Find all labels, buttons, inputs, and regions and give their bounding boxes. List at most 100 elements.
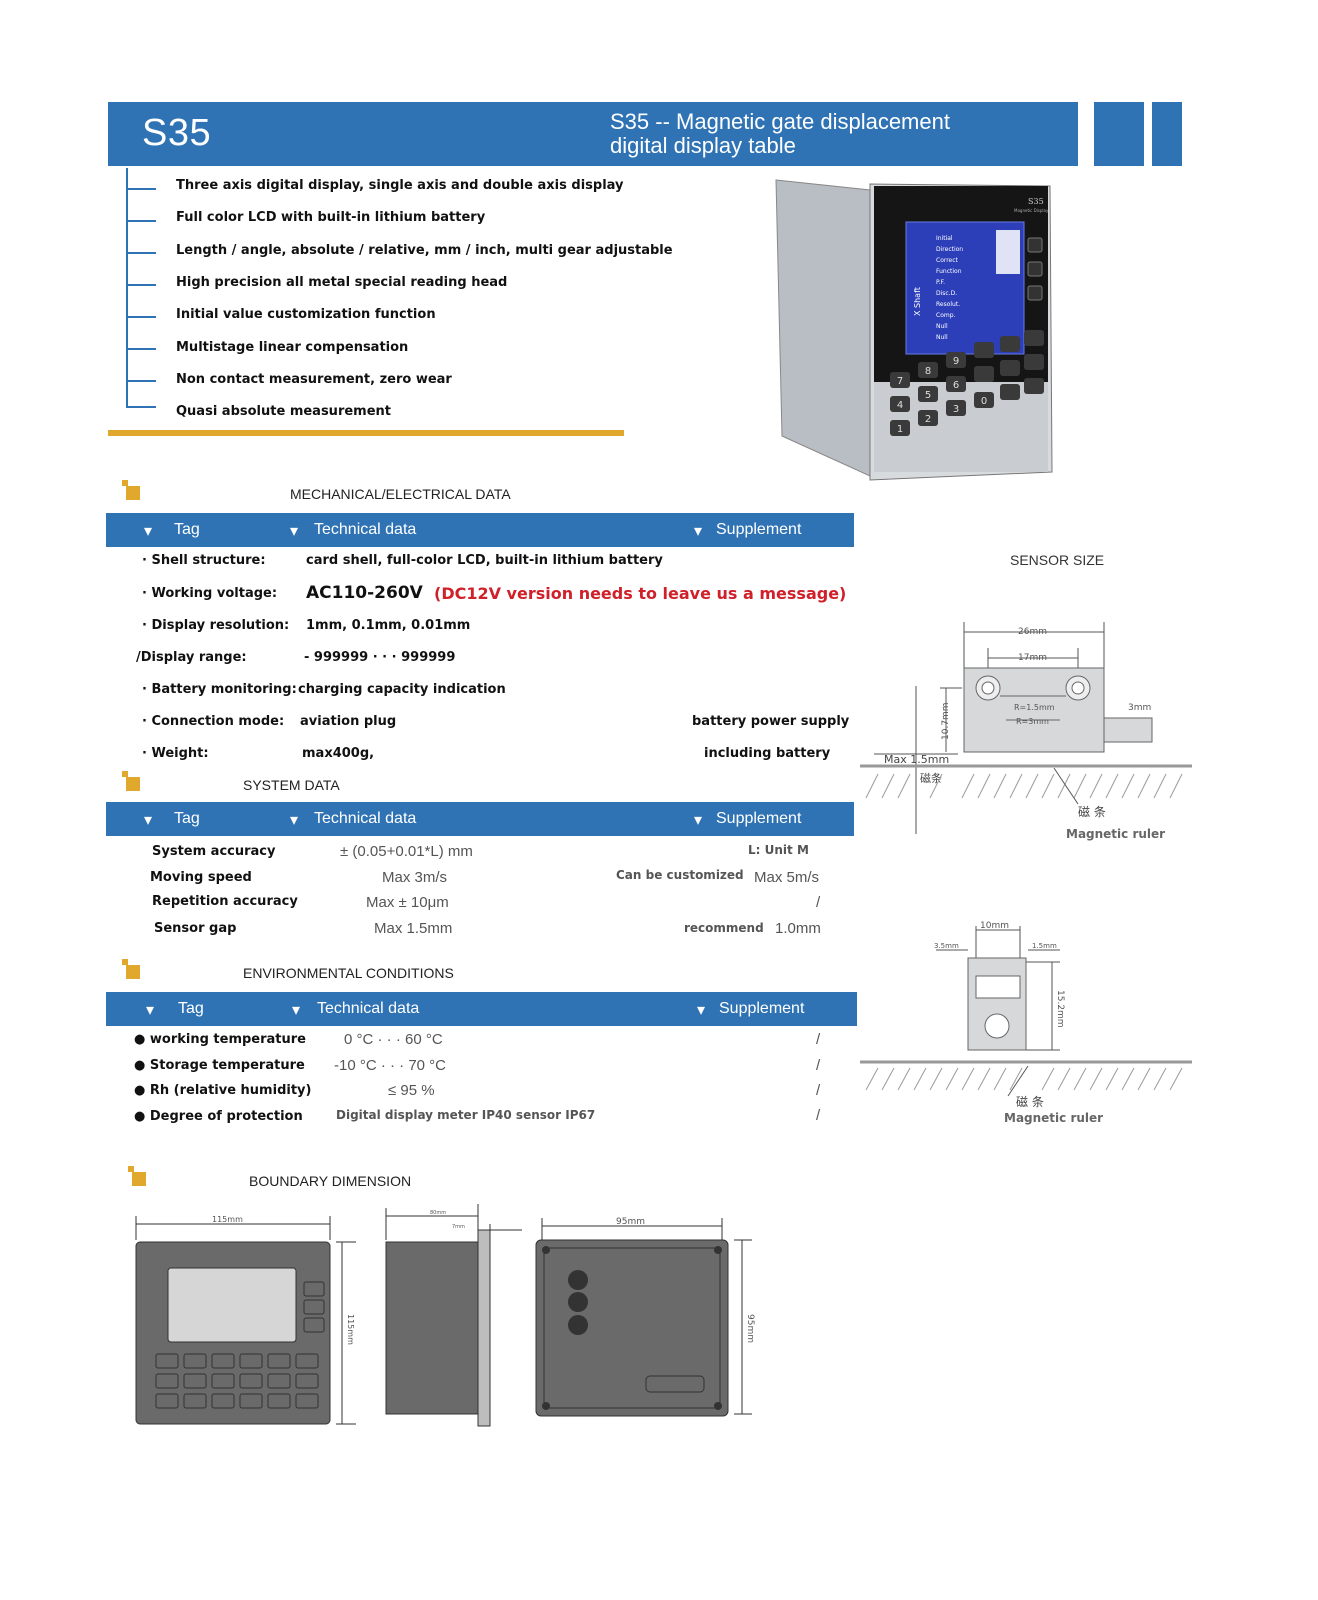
- row-label: · Weight:: [142, 746, 209, 761]
- keypad-key: 4: [897, 400, 903, 411]
- side-view: [385, 1241, 479, 1415]
- dim-gap: Max 1.5mm: [884, 753, 949, 766]
- row-label: · Working voltage:: [142, 586, 278, 601]
- magnetic-strip-label-cn: 磁 条: [1078, 804, 1106, 819]
- row-value: 1mm, 0.1mm, 0.01mm: [306, 618, 471, 633]
- dim-10mm: 10mm: [980, 921, 1009, 931]
- magnetic-ruler-label: Magnetic ruler: [1004, 1111, 1103, 1125]
- magnetic-strip-label-cn: 磁条: [920, 771, 942, 785]
- row-supplement: /: [816, 894, 821, 911]
- feature-item: Three axis digital display, single axis …: [176, 178, 624, 193]
- dim-r3mm: R=3mm: [1016, 717, 1049, 726]
- section-title-mechanical: MECHANICAL/ELECTRICAL DATA: [290, 486, 511, 502]
- row-value: ± (0.05+0.01*L) mm: [340, 843, 473, 860]
- sensor-cable: [1103, 717, 1153, 743]
- feature-tick: [126, 316, 156, 318]
- voltage-value: AC110-260V: [306, 583, 423, 603]
- row-label: /Display range:: [136, 650, 247, 665]
- row-label: · Display resolution:: [142, 618, 290, 633]
- row-value: - 999999 · · · 999999: [304, 650, 456, 665]
- sensor-side-diagram: 26mm 17mm 10.7mm R=1.5mm R=3mm 3mm Max 1…: [860, 622, 1192, 841]
- dim-1-5mm: 1.5mm: [1032, 942, 1057, 950]
- feature-connector: [126, 168, 128, 408]
- row-value: 0 °C · · · 60 °C: [344, 1031, 443, 1048]
- feature-item: High precision all metal special reading…: [176, 275, 508, 290]
- row-value: Digital display meter IP40 sensor IP67: [336, 1108, 596, 1122]
- keypad-key: 3: [953, 404, 959, 415]
- row-value: Max ± 10μm: [366, 894, 449, 911]
- device-illustration: S35 Magnetic Display X Shaft Initial Dir…: [775, 179, 1053, 481]
- device-axis-label: X Shaft: [913, 287, 922, 316]
- feature-tick: [126, 284, 156, 286]
- dim-r1-5mm: R=1.5mm: [1014, 703, 1055, 712]
- keypad-key: 9: [953, 356, 959, 367]
- row-label: Repetition accuracy: [152, 894, 298, 909]
- section-icon: [122, 771, 140, 791]
- keypad-key: 7: [897, 376, 903, 387]
- banner-block: [1152, 102, 1182, 166]
- row-value: ≤ 95 %: [388, 1082, 435, 1099]
- row-label: Moving speed: [150, 870, 252, 885]
- row-supplement: 1.0mm: [775, 920, 821, 937]
- dim-width-115mm: 115mm: [212, 1215, 243, 1224]
- table-header-mechanical: ▾Tag ▾Technical data ▾Supplement: [106, 513, 854, 547]
- dim-3mm: 3mm: [1128, 703, 1151, 713]
- dim-3-5mm: 3.5mm: [934, 942, 959, 950]
- feature-item: Length / angle, absolute / relative, mm …: [176, 243, 673, 258]
- accent-bar: [108, 430, 624, 436]
- magnetic-ruler-label: Magnetic ruler: [1066, 827, 1165, 841]
- row-note: recommend: [684, 921, 764, 935]
- device-side-button: [1027, 237, 1043, 253]
- row-supplement: L: Unit M: [748, 843, 809, 857]
- row-supplement: including battery: [704, 746, 831, 761]
- lcd-menu-item: Correct: [936, 257, 959, 264]
- lcd-menu-item: Null: [936, 323, 948, 330]
- feature-tick: [126, 188, 156, 190]
- feature-item: Initial value customization function: [176, 307, 436, 322]
- lcd-menu-item: Function: [936, 268, 962, 275]
- side-view-flange: [477, 1229, 491, 1427]
- row-label: Sensor gap: [154, 921, 237, 936]
- banner-subtitle: S35 -- Magnetic gate displacement digita…: [610, 109, 950, 158]
- section-icon: [128, 1166, 146, 1186]
- lcd-menu-item: Disc.D.: [936, 290, 957, 297]
- device-side-panel: [775, 179, 871, 477]
- dim-15-2mm: 15.2mm: [1055, 990, 1065, 1028]
- feature-tick: [126, 380, 156, 382]
- feature-tick: [126, 252, 156, 254]
- row-label: ● Rh (relative humidity): [134, 1083, 312, 1098]
- feature-item: Multistage linear compensation: [176, 340, 409, 355]
- section-title-system: SYSTEM DATA: [243, 777, 340, 793]
- row-supplement: /: [816, 1107, 821, 1124]
- row-label: · Shell structure:: [142, 553, 266, 568]
- dim-width-95mm: 95mm: [616, 1217, 645, 1227]
- sensor-front-diagram: 10mm 3.5mm 1.5mm 15.2mm 磁 条 Magnetic rul…: [860, 921, 1192, 1125]
- back-view: [535, 1239, 729, 1417]
- row-note: Can be customized: [616, 868, 744, 882]
- keypad-key: 1: [897, 424, 903, 435]
- row-value: -10 °C · · · 70 °C: [334, 1057, 447, 1074]
- voltage-note: (DC12V version needs to leave us a messa…: [434, 584, 847, 603]
- dim-height-95mm: 95mm: [745, 1314, 755, 1343]
- row-value: aviation plug: [300, 714, 397, 729]
- feature-item: Non contact measurement, zero wear: [176, 372, 452, 387]
- device-brand: S35: [1028, 197, 1044, 206]
- device-brand-sub: Magnetic Display: [1014, 208, 1049, 213]
- row-label: · Connection mode:: [142, 714, 285, 729]
- lcd-menu-item: P.F.: [936, 279, 945, 286]
- device-side-button: [1027, 285, 1043, 301]
- feature-item: Full color LCD with built-in lithium bat…: [176, 210, 486, 225]
- row-value: Max 3m/s: [382, 869, 448, 886]
- section-title-environment: ENVIRONMENTAL CONDITIONS: [243, 965, 454, 981]
- dim-10-7mm: 10.7mm: [941, 702, 951, 740]
- banner-block: [1094, 102, 1144, 166]
- title-banner: S35 S35 -- Magnetic gate displacement di…: [108, 102, 1078, 166]
- magnetic-strip-label-cn: 磁 条: [1016, 1094, 1044, 1109]
- table-header-environment: ▾Tag ▾Technical data ▾Supplement: [106, 992, 857, 1026]
- row-supplement: battery power supply: [692, 714, 850, 729]
- dim-height-115mm: 115mm: [346, 1314, 355, 1345]
- keypad-key: 0: [981, 396, 987, 407]
- sensor-size-title: SENSOR SIZE: [1010, 552, 1105, 568]
- dim-7mm: 7mm: [452, 1224, 465, 1230]
- lcd-menu-item: Resolut.: [936, 301, 960, 308]
